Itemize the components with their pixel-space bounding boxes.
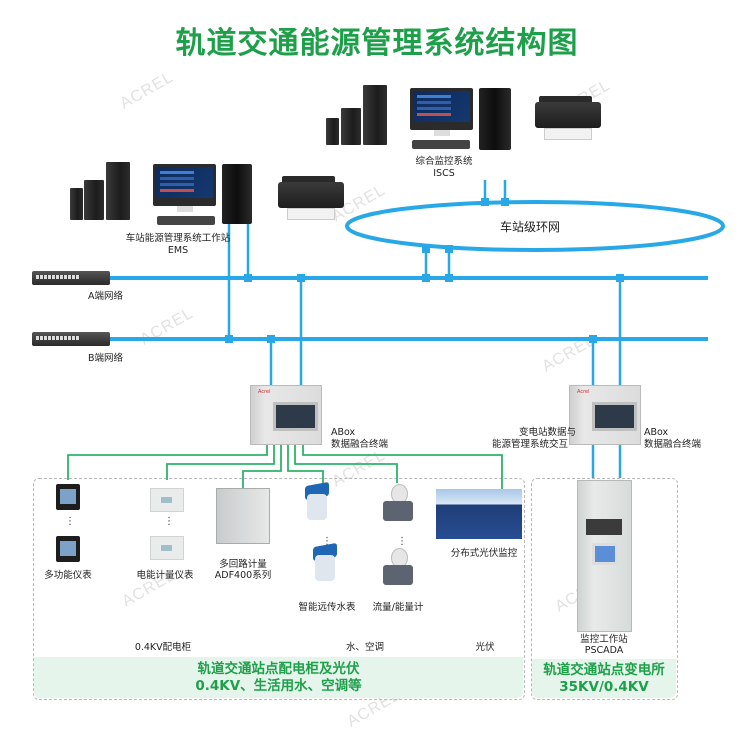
network-switch-a-icon	[32, 271, 110, 285]
ups-icon	[70, 188, 83, 220]
field-line-water-meter	[287, 445, 324, 483]
solar-label: 分布式光伏监控	[450, 548, 518, 559]
ems-label: 车站能源管理系统工作站	[125, 233, 231, 244]
iscs-label: 综合监控系统	[415, 156, 473, 167]
junction-node	[422, 245, 430, 253]
junction-node	[422, 274, 430, 282]
category-pv: 光伏	[475, 642, 495, 653]
category-cabinet: 0.4KV配电柜	[134, 642, 192, 653]
flow-meter-icon	[383, 484, 413, 524]
server-tower-icon	[222, 164, 252, 224]
abox-left-device: Acrel	[250, 385, 322, 445]
ellipsis: ⋮	[164, 516, 174, 527]
abox-left-name: ABox	[331, 427, 356, 438]
multi-function-meter-icon	[56, 484, 80, 510]
iscs-sublabel: ISCS	[433, 168, 455, 179]
junction-node	[616, 274, 624, 282]
printer-icon	[535, 96, 601, 140]
multi-function-meter-icon	[56, 536, 80, 562]
ems-sublabel: EMS	[167, 245, 189, 256]
pscada-sublabel: PSCADA	[584, 645, 624, 656]
ups-icon	[84, 180, 104, 220]
junction-node	[481, 198, 489, 206]
adf400-cabinet-icon	[216, 488, 270, 544]
network-switch-b-icon	[32, 332, 110, 346]
adf400-label-2: ADF400系列	[214, 570, 272, 581]
adf400-label-1: 多回路计量	[219, 559, 267, 570]
ups-icon	[106, 162, 130, 220]
field-line-flow-meter	[294, 445, 398, 483]
ellipsis: ⋮	[397, 536, 407, 547]
acrel-logo: Acrel	[258, 389, 271, 396]
region-substation-subtitle: 35KV/0.4KV	[559, 679, 649, 695]
acrel-logo: Acrel	[577, 389, 590, 396]
abox-right-device: Acrel	[569, 385, 641, 445]
keyboard-icon	[157, 216, 215, 225]
junction-node	[445, 245, 453, 253]
abox-right-desc: 数据融合终端	[644, 439, 702, 450]
flow-meter-icon	[383, 548, 413, 588]
field-line-multi-meter	[67, 445, 268, 480]
ups-icon	[326, 118, 339, 145]
monitor-icon	[410, 88, 473, 130]
junction-node	[225, 335, 233, 343]
region-distribution	[33, 478, 525, 700]
water-meter-icon	[305, 481, 329, 524]
ups-icon	[363, 85, 387, 145]
region-substation-title: 轨道交通站点变电所	[543, 662, 665, 678]
abox-right-name: ABox	[644, 427, 669, 438]
server-tower-icon	[479, 88, 511, 150]
junction-node	[589, 335, 597, 343]
region-distribution-subtitle: 0.4KV、生活用水、空调等	[195, 678, 362, 694]
energy-meter-label: 电能计量仪表	[136, 570, 194, 581]
junction-node	[297, 274, 305, 282]
monitor-stand	[434, 130, 450, 136]
monitor-stand	[177, 206, 193, 212]
region-substation-band: 轨道交通站点变电所 35KV/0.4KV	[532, 659, 676, 698]
keyboard-icon	[412, 140, 470, 149]
network-b-label: B端网络	[88, 353, 124, 364]
field-line-adf400	[242, 445, 282, 488]
junction-nodes	[225, 198, 624, 343]
water-meter-icon	[313, 542, 337, 585]
energy-meter-icon	[150, 536, 184, 560]
abox-left-desc: 数据融合终端	[331, 439, 389, 450]
network-a-label: A端网络	[88, 291, 123, 302]
pscada-label: 监控工作站	[580, 634, 628, 645]
region-distribution-band: 轨道交通站点配电柜及光伏 0.4KV、生活用水、空调等	[34, 657, 523, 698]
field-line-solar	[302, 445, 503, 490]
field-bus-lines	[67, 445, 503, 490]
field-line-energy-meter	[166, 445, 275, 480]
junction-node	[244, 274, 252, 282]
monitor-icon	[153, 164, 216, 206]
ups-icon	[341, 108, 361, 145]
category-water-ac: 水、空调	[345, 642, 384, 653]
multi-meter-label: 多功能仪表	[44, 570, 92, 581]
region-distribution-title: 轨道交通站点配电柜及光伏	[197, 661, 360, 677]
junction-node	[267, 335, 275, 343]
ellipsis: ⋮	[322, 536, 332, 547]
diagram-title: 轨道交通能源管理系统结构图	[175, 26, 579, 61]
abox-right-note-2: 能源管理系统交互	[491, 439, 568, 450]
region-substation	[531, 478, 678, 700]
flow-meter-label: 流量/能量计	[372, 602, 424, 613]
solar-panel-image	[436, 489, 522, 539]
junction-node	[445, 274, 453, 282]
station-ring-network	[345, 200, 725, 252]
energy-meter-icon	[150, 488, 184, 512]
pscada-rack-icon	[577, 480, 632, 632]
printer-icon	[278, 176, 344, 220]
water-meter-label: 智能远传水表	[298, 602, 356, 613]
ring-network-label: 车站级环网	[500, 220, 561, 234]
ellipsis: ⋮	[65, 516, 75, 527]
junction-node	[501, 198, 509, 206]
abox-right-note-1: 变电站数据与	[518, 427, 576, 438]
